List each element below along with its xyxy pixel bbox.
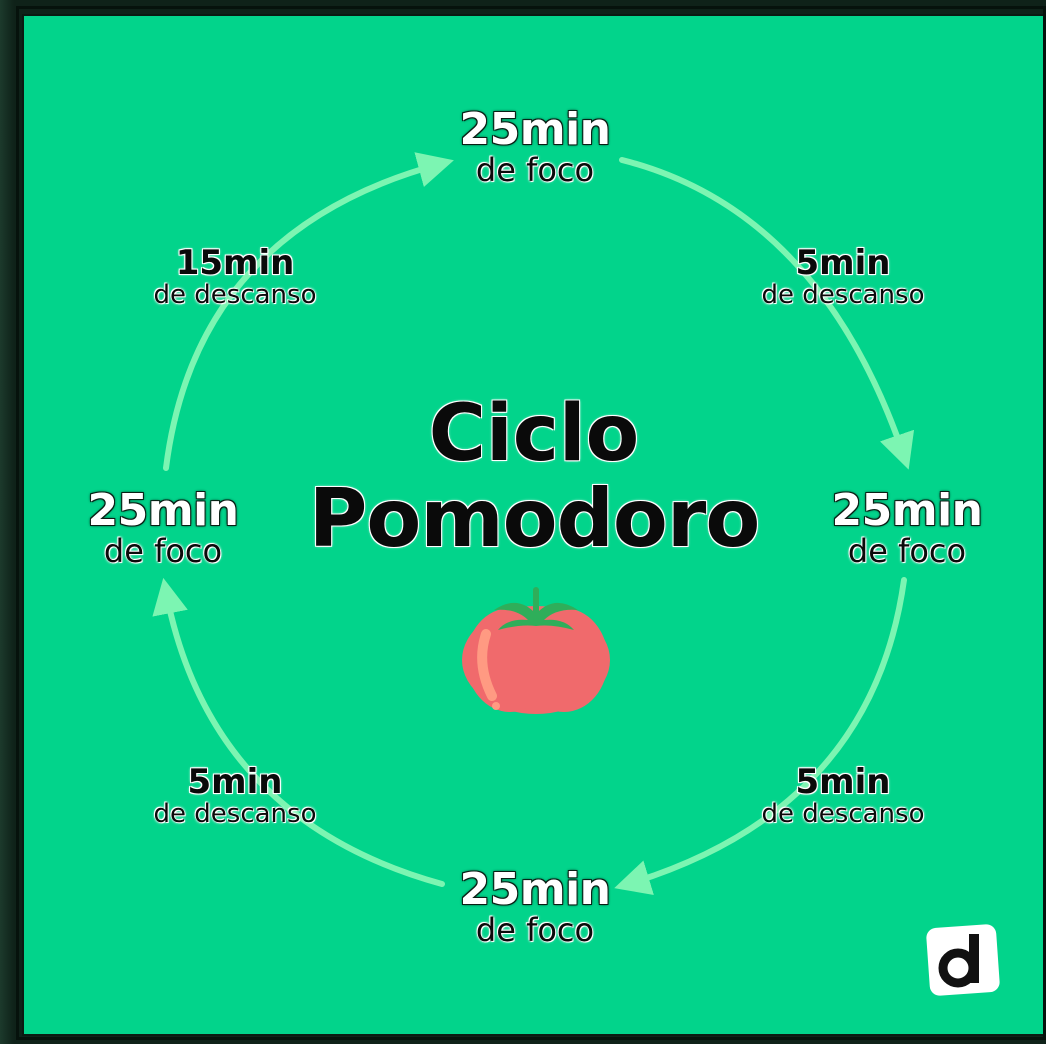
- step-desc: de descanso: [761, 799, 925, 829]
- diagram-panel: [22, 14, 1046, 1036]
- step-desc: de foco: [475, 911, 595, 949]
- step-focus-top: 25min de foco: [459, 104, 611, 189]
- arrow-icon: [152, 577, 445, 887]
- step-desc: de descanso: [761, 280, 925, 310]
- step-desc: de descanso: [153, 280, 317, 310]
- arrow-icon: [614, 577, 907, 895]
- step-time: 25min: [831, 485, 983, 536]
- step-desc: de foco: [103, 532, 223, 570]
- logo-d-icon: [926, 924, 1000, 996]
- step-focus-right: 25min de foco: [831, 485, 983, 570]
- step-rest-lower-left: 5min de descanso: [154, 765, 317, 827]
- arrow-icon: [163, 152, 454, 471]
- step-desc: de foco: [847, 532, 967, 570]
- step-time: 25min: [459, 104, 611, 155]
- step-desc: de foco: [475, 151, 595, 189]
- arrow-icon: [619, 157, 915, 470]
- step-time: 5min: [795, 243, 891, 283]
- title-line-2: Pomodoro: [308, 472, 761, 566]
- step-focus-bottom: 25min de foco: [459, 864, 611, 949]
- step-time: 5min: [795, 762, 891, 802]
- step-time: 25min: [459, 864, 611, 915]
- tomato-icon: [462, 587, 610, 714]
- step-rest-upper-right: 5min de descanso: [762, 246, 925, 308]
- step-time: 25min: [87, 485, 239, 536]
- diagram-title: Ciclo Pomodoro: [308, 389, 761, 566]
- step-time: 5min: [187, 762, 283, 802]
- step-focus-left: 25min de foco: [87, 485, 239, 570]
- step-rest-lower-right: 5min de descanso: [762, 765, 925, 827]
- step-desc: de descanso: [153, 799, 317, 829]
- step-rest-upper-left: 15min de descanso: [154, 246, 317, 308]
- step-time: 15min: [175, 243, 295, 283]
- title-line-1: Ciclo: [428, 389, 640, 479]
